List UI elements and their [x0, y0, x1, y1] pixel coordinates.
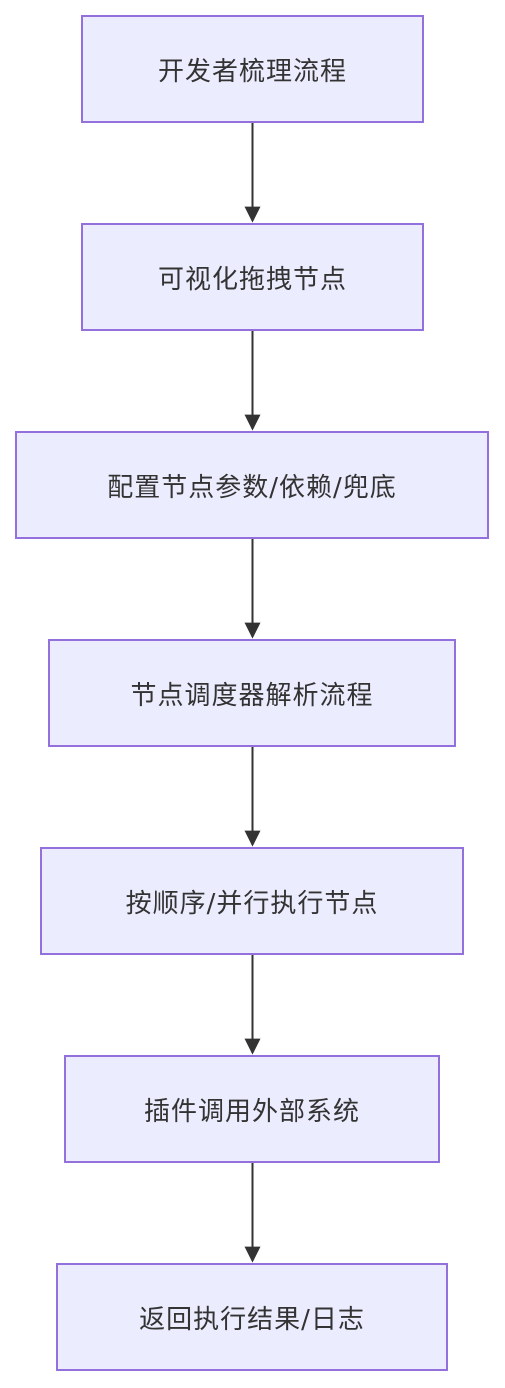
- node-label: 配置节点参数/依赖/兜底: [107, 472, 397, 503]
- node-label: 插件调用外部系统: [143, 1096, 360, 1127]
- node-visual-drag-nodes: 可视化拖拽节点: [81, 223, 424, 331]
- node-label: 开发者梳理流程: [157, 56, 347, 87]
- node-label: 按顺序/并行执行节点: [125, 888, 379, 919]
- node-label: 节点调度器解析流程: [130, 680, 374, 711]
- node-developer-outline-flow: 开发者梳理流程: [81, 15, 424, 123]
- node-label: 返回执行结果/日志: [139, 1304, 365, 1335]
- node-label: 可视化拖拽节点: [157, 264, 347, 295]
- node-execute-sequential-parallel: 按顺序/并行执行节点: [40, 847, 464, 955]
- node-configure-parameters: 配置节点参数/依赖/兜底: [15, 431, 489, 539]
- node-plugin-call-external: 插件调用外部系统: [64, 1055, 440, 1163]
- node-return-result-log: 返回执行结果/日志: [56, 1263, 448, 1371]
- node-scheduler-parse-flow: 节点调度器解析流程: [48, 639, 456, 747]
